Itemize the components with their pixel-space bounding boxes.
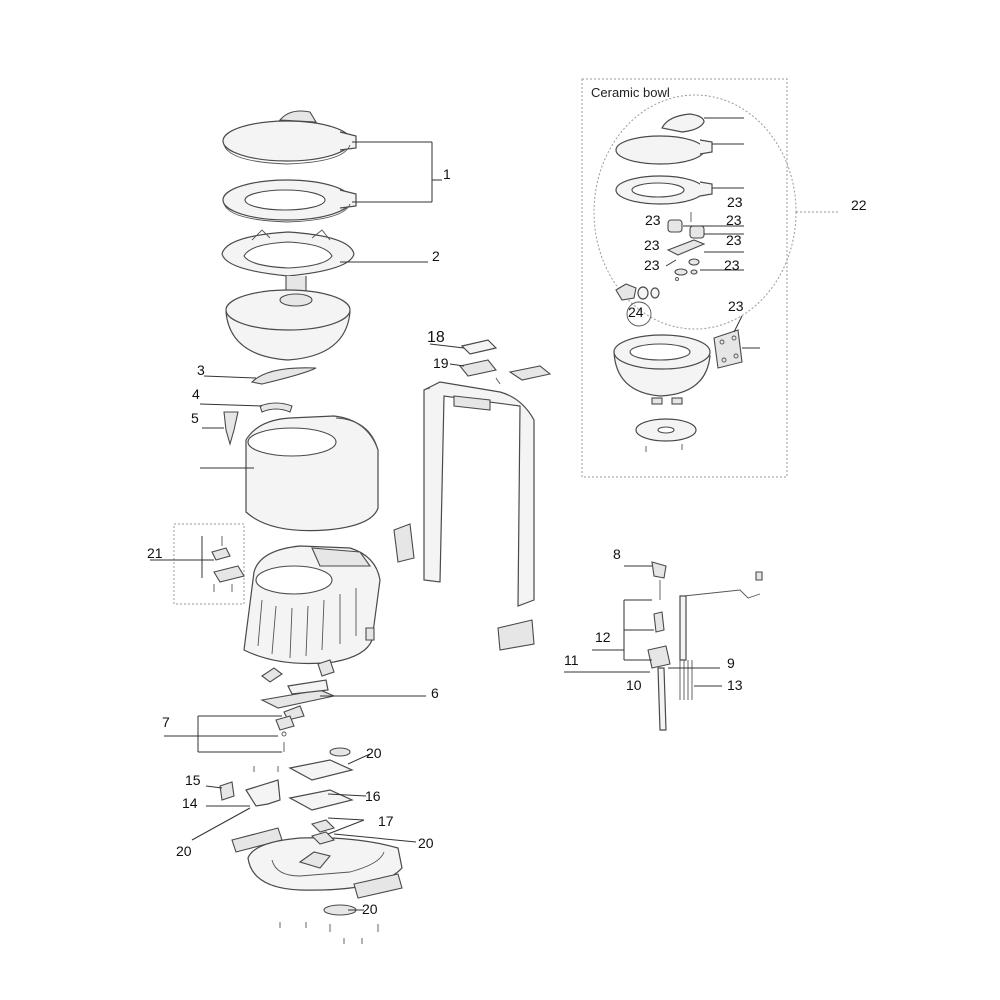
callout-20-d: 20 bbox=[362, 901, 378, 917]
inset-frame bbox=[581, 78, 788, 478]
cover-latch bbox=[508, 365, 552, 381]
filter-cover bbox=[460, 339, 498, 355]
left-leaders bbox=[150, 141, 465, 911]
callout-16: 16 bbox=[365, 788, 381, 804]
callout-14: 14 bbox=[182, 795, 198, 811]
callout-3: 3 bbox=[197, 362, 205, 378]
callout-20-b: 20 bbox=[418, 835, 434, 851]
callout-7: 7 bbox=[162, 714, 170, 730]
inset-mounting-plate bbox=[713, 329, 743, 369]
inset-valve-parts bbox=[615, 283, 660, 327]
pad-stack bbox=[288, 747, 354, 845]
callout-22: 22 bbox=[851, 197, 867, 213]
fasteners bbox=[275, 715, 295, 752]
bowl bbox=[225, 289, 351, 361]
callout-19: 19 bbox=[433, 355, 449, 371]
pump-assembly bbox=[647, 561, 763, 731]
callouts: 1 2 3 4 5 21 6 7 20 15 16 14 17 20 20 20… bbox=[147, 166, 743, 917]
gasket bbox=[259, 402, 293, 413]
inset-base-disc bbox=[635, 418, 697, 442]
callout-23-h: 23 bbox=[728, 298, 744, 314]
guide-piece bbox=[223, 411, 239, 447]
callout-13: 13 bbox=[727, 677, 743, 693]
lower-tank bbox=[243, 545, 381, 665]
callout-12: 12 bbox=[595, 629, 611, 645]
callout-23-a: 23 bbox=[727, 194, 743, 210]
callout-20-c: 20 bbox=[176, 843, 192, 859]
inset-title: Ceramic bowl bbox=[591, 85, 670, 100]
fastener-group bbox=[173, 523, 245, 605]
callout-4: 4 bbox=[192, 386, 200, 402]
upper-housing bbox=[245, 415, 379, 532]
inset-spacer bbox=[651, 397, 663, 405]
seat bbox=[222, 179, 357, 223]
right-leaders bbox=[564, 565, 722, 687]
base-assembly bbox=[219, 766, 403, 944]
callout-23-f: 23 bbox=[644, 257, 660, 273]
callout-23-d: 23 bbox=[644, 237, 660, 253]
side-bracket bbox=[393, 523, 415, 563]
inset-lid-cap bbox=[661, 113, 705, 133]
filter-frame bbox=[459, 359, 497, 377]
inset-lid bbox=[615, 135, 713, 165]
callout-23-c: 23 bbox=[726, 212, 742, 228]
callout-5: 5 bbox=[191, 410, 199, 426]
callout-6: 6 bbox=[431, 685, 439, 701]
callout-20-a: 20 bbox=[366, 745, 382, 761]
callout-21: 21 bbox=[147, 545, 163, 561]
valve-mechanism bbox=[260, 659, 336, 721]
callout-23-e: 23 bbox=[726, 232, 742, 248]
cover-foot bbox=[497, 619, 535, 651]
inset-leaders bbox=[665, 117, 760, 349]
ceramic-bowl-inset: Ceramic bowl bbox=[581, 78, 867, 478]
callout-11: 11 bbox=[564, 652, 579, 668]
callout-23-g: 23 bbox=[724, 257, 740, 273]
callout-18: 18 bbox=[427, 329, 445, 346]
callout-15: 15 bbox=[185, 772, 201, 788]
callout-10: 10 bbox=[626, 677, 642, 693]
callout-2: 2 bbox=[432, 248, 440, 264]
inset-hinge-parts bbox=[666, 212, 706, 281]
lid bbox=[222, 110, 357, 165]
callout-9: 9 bbox=[727, 655, 735, 671]
callout-8: 8 bbox=[613, 546, 621, 562]
front-cover bbox=[423, 381, 535, 607]
ring bbox=[250, 367, 317, 385]
inset-ceramic-bowl bbox=[613, 334, 711, 397]
inset-spacer bbox=[671, 397, 683, 405]
callout-24: 24 bbox=[628, 304, 644, 320]
pin bbox=[495, 377, 501, 385]
inset-seat bbox=[615, 175, 713, 205]
callout-1: 1 bbox=[443, 166, 451, 182]
callout-17: 17 bbox=[378, 813, 394, 829]
callout-23-b: 23 bbox=[645, 212, 661, 228]
